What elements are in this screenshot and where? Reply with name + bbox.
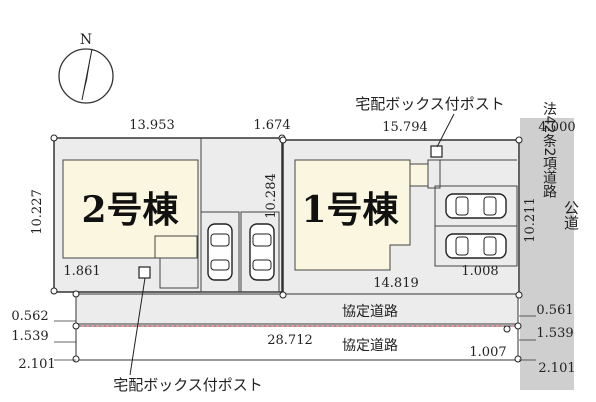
dim-bottom-right: 1.007 (469, 345, 506, 360)
road-upper (75, 293, 519, 325)
compass-ring (58, 48, 114, 104)
public-road-strip (520, 118, 574, 390)
public-road-article-label: 法42条2項道路 (541, 102, 557, 199)
post-box-top-leader (436, 113, 455, 148)
dim-lines (54, 315, 536, 361)
road-lower-label: 協定道路 (342, 338, 398, 354)
dim-right-top: 4.000 (538, 120, 575, 135)
boundary-markers (50, 134, 523, 363)
dim-left-b: 1.539 (11, 329, 48, 344)
post-box-bottom-leader (129, 277, 146, 376)
dim-top-left: 13.953 (129, 118, 175, 133)
post-box-2 (138, 266, 151, 279)
building-2-label: 2号棟 (81, 189, 179, 231)
car-icon-p1a (445, 193, 507, 219)
dim-right-height: 10.211 (523, 197, 538, 243)
building-1-label: 1号棟 (301, 189, 399, 231)
entrance-2 (154, 235, 198, 259)
dim-left-a: 0.562 (11, 309, 48, 324)
dim-left-c: 2.101 (18, 357, 55, 372)
road-lower (75, 325, 519, 361)
dim-right-small: 1.008 (461, 264, 498, 279)
entrance-2-step (159, 257, 199, 289)
car-icon-p2b (249, 223, 275, 281)
parking-1 (434, 159, 518, 267)
dim-right-a: 0.561 (536, 303, 573, 318)
post-box-bottom-label: 宅配ボックス付ポスト (113, 376, 263, 394)
dim-right-b: 1.539 (536, 326, 573, 341)
north-label: N (80, 32, 92, 48)
road-upper-label: 協定道路 (342, 304, 398, 320)
dim-bottom-total: 28.712 (267, 333, 313, 348)
car-icon-p2a (207, 223, 233, 281)
dim-top-mid: 1.674 (253, 118, 290, 133)
building-1 (294, 159, 411, 271)
compass: N (58, 32, 114, 104)
post-box-1 (430, 145, 443, 158)
car-icon-p1b (445, 233, 507, 259)
dim-inner-bottom: 14.819 (373, 276, 419, 291)
dim-left-height: 10.227 (30, 189, 45, 235)
entrance-1 (409, 163, 429, 187)
dim-mid-height: 10.284 (264, 173, 279, 219)
public-road-label: 公道 (562, 200, 580, 230)
dim-top-right: 15.794 (382, 120, 428, 135)
dim-left-small: 1.861 (63, 264, 100, 279)
dim-right-c: 2.101 (538, 361, 575, 376)
porch-1 (427, 159, 441, 189)
post-box-top-label: 宅配ボックス付ポスト (355, 95, 505, 113)
compass-needle (81, 48, 93, 101)
parking-2 (200, 138, 280, 293)
